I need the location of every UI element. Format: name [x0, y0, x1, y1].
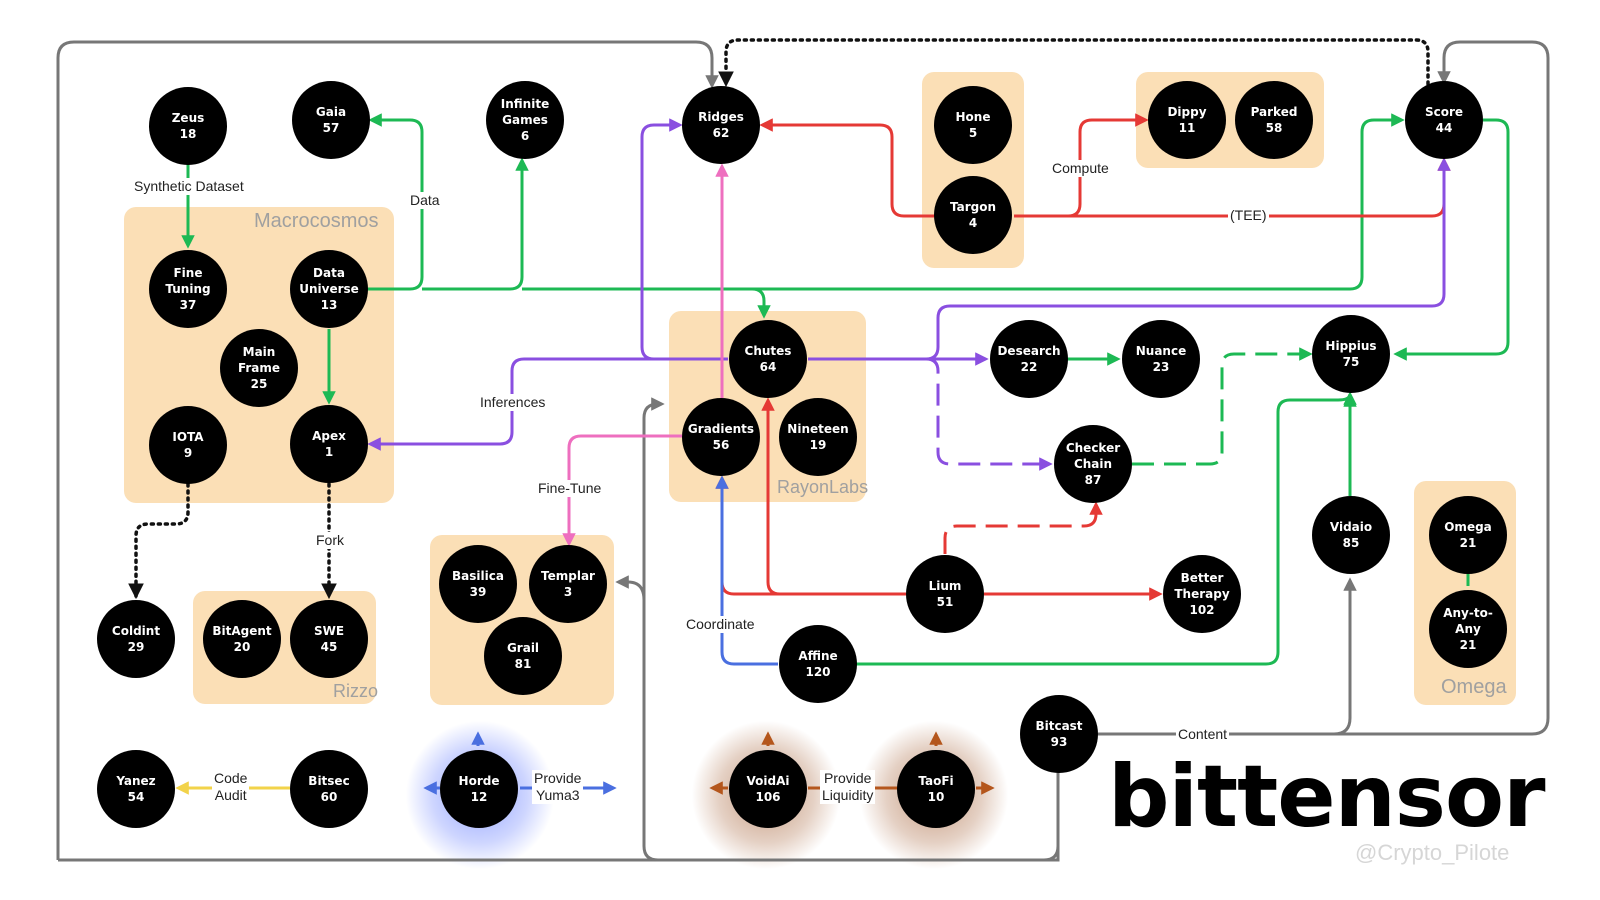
edge-gradients-templar [562, 434, 682, 547]
edge-affine-gradients [715, 475, 778, 666]
edge-score-hippius [1393, 118, 1510, 361]
edge-chutes-ridges [640, 118, 728, 361]
label-fork: Fork [314, 532, 346, 549]
edge-templar-loop [615, 575, 646, 601]
group-label-macrocosmos: Macrocosmos [254, 210, 379, 232]
label-tee: (TEE) [1228, 207, 1269, 224]
edge-score-feedback [1334, 40, 1550, 736]
edge-ridges-score-dotted [718, 38, 1430, 88]
group-label-rayonlabs: RayonLabs [777, 477, 869, 497]
edge-chutes-checker [925, 357, 1053, 471]
edge-checker-hippius [1132, 347, 1313, 466]
edge-lium-gradients [715, 475, 906, 596]
group-label-omega: Omega [1441, 676, 1507, 698]
label-content: Content [1176, 726, 1230, 743]
label-data: Data [408, 192, 442, 209]
label-provide-yuma3: Provide Yuma3 [532, 770, 584, 804]
edge-affine-hippius [854, 391, 1357, 666]
edge-du-infinite [422, 157, 529, 291]
label-synthetic-dataset: Synthetic Dataset [132, 178, 246, 195]
label-provide-liquidity: Provide Liquidity [820, 770, 876, 804]
edge-chutes-apex [367, 357, 728, 451]
edge-outer-boundary [56, 40, 719, 860]
edge-iota-coldint [128, 482, 190, 600]
edge-chutes-score [925, 157, 1451, 361]
edge-lium-chutes [761, 397, 781, 596]
bittensor-logo: bittensor [1108, 747, 1545, 847]
label-compute: Compute [1050, 160, 1111, 177]
edge-du-score [752, 113, 1405, 291]
edge-targon-ridges [759, 118, 936, 218]
author-handle: @Crypto_Pilote [1355, 840, 1510, 865]
group-label-rizzo: Rizzo [333, 681, 379, 701]
edge-lium-checker [943, 501, 1103, 554]
label-fine-tune: Fine-Tune [536, 480, 604, 497]
label-inferences: Inferences [478, 394, 548, 411]
label-code-audit: Code Audit [212, 770, 250, 804]
edge-bitcast-loop [642, 397, 1060, 862]
label-coordinate: Coordinate [684, 616, 757, 633]
